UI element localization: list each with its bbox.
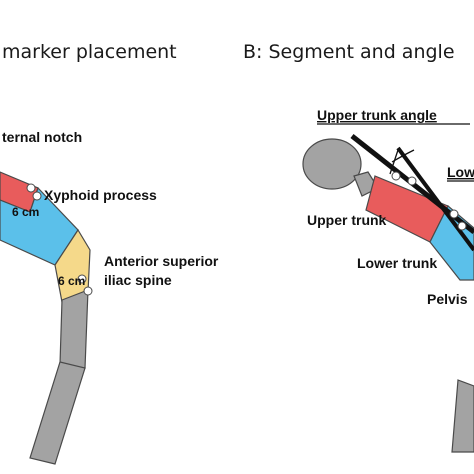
label-upper-gap: 6 cm <box>12 205 39 219</box>
label-xyphoid-process: Xyphoid process <box>44 187 157 203</box>
label-lower-gap: 6 cm <box>58 274 85 288</box>
panel-b-marker-1 <box>391 171 401 181</box>
panel-a-shank <box>29 361 86 465</box>
panel-b-marker-4 <box>457 221 467 231</box>
panel-b-lower-angle-line <box>396 146 474 252</box>
label-asis-line2: iliac spine <box>104 272 172 288</box>
panel-a-thigh <box>59 289 89 369</box>
panel-b-vertical-ref <box>389 149 399 175</box>
panel-a-marker-upper-mid <box>26 183 36 193</box>
label-asis-line1: Anterior superior <box>104 253 219 269</box>
panel-a-marker-asis-2 <box>83 286 93 296</box>
label-upper-trunk-angle: Upper trunk angle <box>317 107 437 123</box>
label-lower-angle: Low <box>447 164 474 180</box>
label-upper-trunk: Upper trunk <box>307 212 387 228</box>
label-sternal-notch: ternal notch <box>2 129 82 145</box>
panel-a-marker-xyphoid <box>32 191 42 201</box>
panel-b-marker-3 <box>449 209 459 219</box>
panel-b-title: B: Segment and angle <box>243 41 455 63</box>
panel-b-marker-2 <box>407 176 417 186</box>
label-lower-trunk: Lower trunk <box>357 255 437 271</box>
panel-b-head <box>302 138 362 190</box>
panel-a-title: marker placement <box>2 41 177 63</box>
panel-a-marker-asis-1 <box>77 274 87 284</box>
panel-a-pelvis <box>54 228 91 303</box>
panel-b-leg <box>451 379 474 453</box>
label-pelvis: Pelvis <box>427 291 468 307</box>
